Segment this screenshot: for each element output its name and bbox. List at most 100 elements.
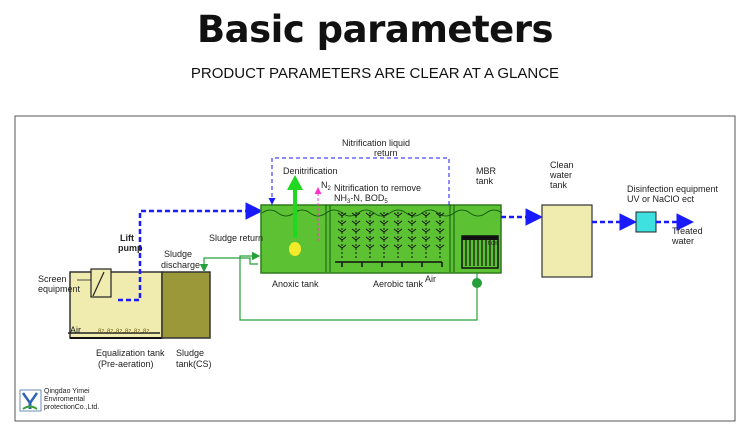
svg-text:8z: 8z [107,329,113,335]
nitrification-return-label-1: Nitrification liquid [342,138,410,148]
bubble-chevron [337,236,347,241]
treated-water-label-2: water [671,236,694,246]
membrane-label: tion [488,241,498,247]
mbr-membrane-sheets [465,238,495,266]
clean-water-label-1: Clean [550,160,574,170]
nitrification-return-label-2: return [374,148,398,158]
bubble-chevron [365,244,375,249]
bubble-chevron [421,244,431,249]
lift-pump-label-1: Lift [120,233,134,243]
bubble-chevron [337,244,347,249]
bubble-chevron [351,244,361,249]
sludge-return-label: Sludge return [209,233,263,243]
screen-equipment-label-1: Screen [38,274,67,284]
screen-bar [92,271,105,297]
svg-text:8z: 8z [125,329,131,335]
bubble-chevron [365,236,375,241]
bubble-chevron [421,212,431,217]
aerobic-bubbles [337,212,445,258]
treated-water-label-1: Treated [672,226,703,236]
bubble-chevron [407,228,417,233]
disinfection-label-1: Disinfection equipment [627,184,719,194]
bubble-chevron [365,212,375,217]
bubble-chevron [435,244,445,249]
bubble-chevron [351,228,361,233]
anoxic-tank-label: Anoxic tank [272,279,319,289]
bubble-chevron [393,212,403,217]
company-name-1: Qingdao Yimei [44,388,90,395]
clean-water-tank [541,204,593,278]
bubble-chevron [421,228,431,233]
screen-equipment-label-2: equipment [38,284,81,294]
svg-text:8z: 8z [116,329,122,335]
clean-water-label-2: water [549,170,572,180]
sludge-tank-label-1: Sludge [176,348,204,358]
sludge-discharge-label-2: discharge [161,260,200,270]
bubble-chevron [337,228,347,233]
svg-text:8z: 8z [134,329,140,335]
air-label-left: Air [70,325,81,335]
bubble-chevron [379,228,389,233]
lift-pump-line [118,202,263,302]
bubble-chevron [379,244,389,249]
disinfection-label-2: UV or NaClO ect [627,194,695,204]
company-name-2: Enviromental [44,396,85,403]
bubble-chevron [337,220,347,225]
svg-text:8z: 8z [98,329,104,335]
bubble-chevron [379,212,389,217]
bubble-chevron [393,228,403,233]
bubble-chevron [351,212,361,217]
mbr-tank-label-2: tank [476,176,494,186]
bubble-chevron [407,220,417,225]
denitrification-arrow-head [287,175,303,190]
bubble-chevron [435,212,445,217]
mbr-header-pipe [462,236,498,240]
bubble-chevron [393,220,403,225]
bubble-chevron [365,228,375,233]
air-label-right: Air [425,274,436,284]
bubble-chevron [365,220,375,225]
nitrification-return-line [268,157,450,205]
bubble-chevron [407,236,417,241]
equalization-tank-label-2: (Pre-aeration) [98,359,154,369]
sludge-pump [472,278,482,288]
bubble-chevron [393,244,403,249]
bubble-chevron [421,220,431,225]
page-title: Basic parameters [196,8,554,51]
equalization-tank-label-1: Equalization tank [96,348,165,358]
sludge-discharge-line [199,257,258,273]
bubble-chevron [379,220,389,225]
mbr-tank-label-1: MBR [476,166,497,176]
bubble-chevron [421,236,431,241]
bubble-chevron [435,220,445,225]
company-logo [19,389,42,412]
clean-water-label-3: tank [550,180,568,190]
diagram-frame [14,115,736,422]
bubble-chevron [435,236,445,241]
n2-label: N2 [321,180,332,192]
water-surface [261,209,503,217]
denitrification-dot [289,242,301,256]
nitrification-remove-label: Nitrification to remove [334,183,421,193]
denitrification-label: Denitrification [283,166,338,176]
bubble-chevron [337,212,347,217]
bubble-chevron [351,220,361,225]
page-subtitle: PRODUCT PARAMETERS ARE CLEAR AT A GLANCE [190,65,560,82]
sludge-discharge-label-1: Sludge [164,249,192,259]
company-name-3: protectionCo.,Ltd. [44,404,99,411]
aerobic-tank-label: Aerobic tank [373,279,424,289]
equalization-bubbles: 8z 8z 8z 8z 8z 8z [98,329,149,335]
svg-text:8z: 8z [143,329,149,335]
bubble-chevron [435,228,445,233]
bubble-chevron [351,236,361,241]
bubble-chevron [407,244,417,249]
sludge-return-line [239,251,478,321]
bubble-chevron [379,236,389,241]
nh3-bod-label: NH3-N, BOD5 [334,193,388,205]
bubble-chevron [407,212,417,217]
sludge-tank-label-2: tank(CS) [176,359,212,369]
lift-pump-label-2: pump [118,243,143,253]
bubble-chevron [393,236,403,241]
disinfection-equipment [635,211,657,233]
